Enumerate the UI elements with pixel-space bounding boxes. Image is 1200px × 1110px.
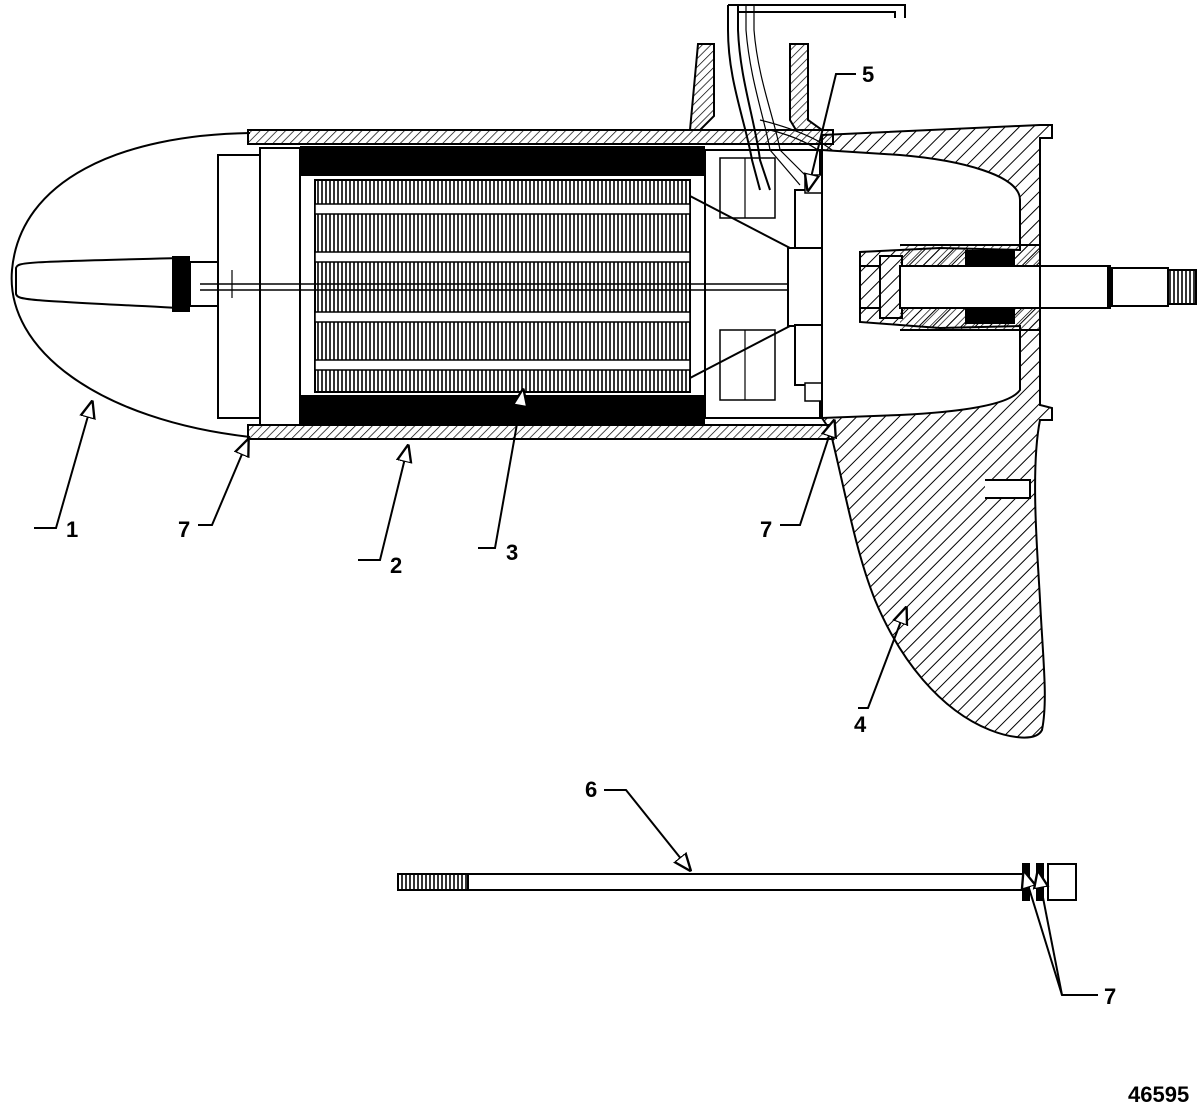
callout-5: 5: [862, 62, 874, 87]
figure-number: 46595: [1128, 1082, 1189, 1107]
callout-2: 2: [390, 553, 402, 578]
magnets: [300, 146, 705, 425]
motor-housing: [247, 129, 834, 440]
callout-7-right: 7: [760, 517, 772, 542]
callout-4: 4: [854, 712, 867, 737]
callout-7-bolt: 7: [1104, 984, 1116, 1009]
callout-6: 6: [585, 777, 597, 802]
lower-unit-skeg: [821, 124, 1053, 739]
nose-cone: [10, 132, 251, 438]
callout-1: 1: [66, 517, 78, 542]
callout-3: 3: [506, 540, 518, 565]
wire-tube: [688, 43, 826, 131]
front-end-cap: [217, 147, 301, 426]
leader-lines: [34, 73, 1098, 996]
callout-7-left: 7: [178, 517, 190, 542]
armature: [200, 179, 870, 393]
thru-bolt: [397, 863, 1077, 901]
